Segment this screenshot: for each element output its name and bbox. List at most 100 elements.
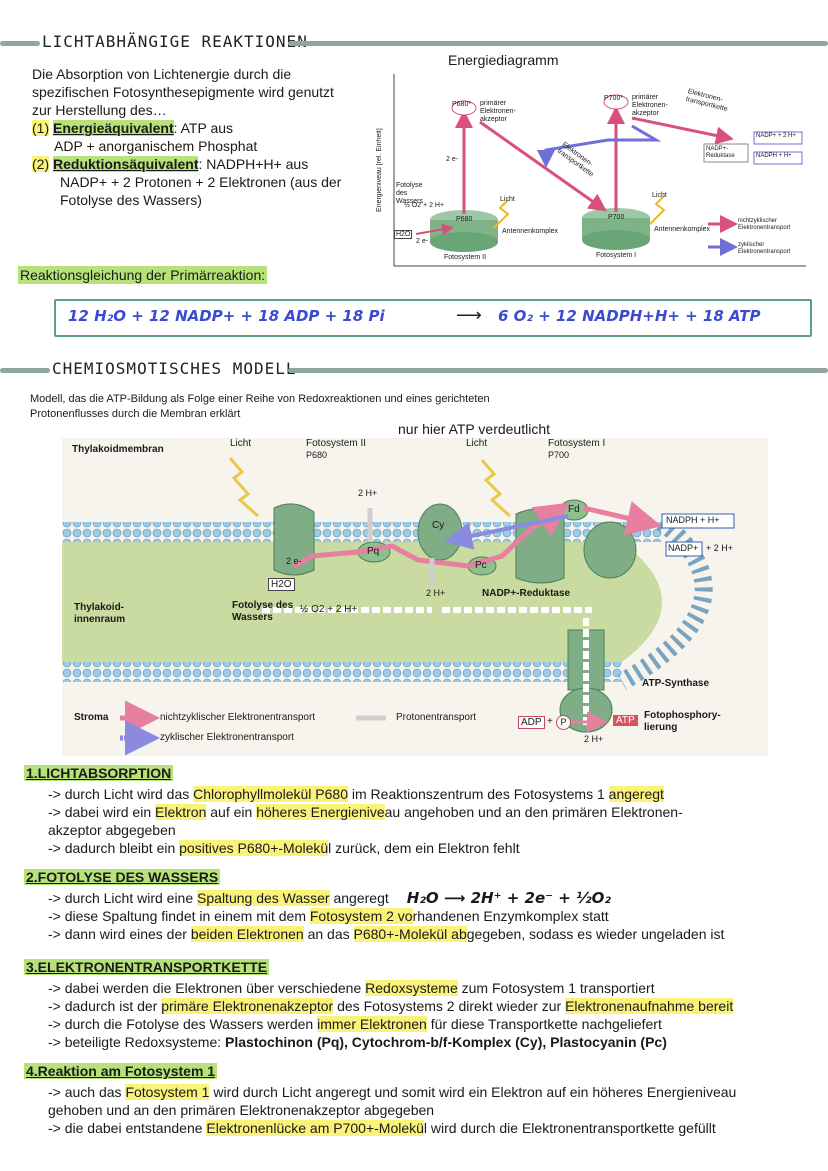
- section-divider: [288, 41, 828, 46]
- section-title: LICHTABHÄNGIGE REAKTIONEN: [40, 32, 310, 51]
- intro-line: Protonenflusses durch die Membran erklär…: [30, 407, 490, 422]
- cy-label: Cy: [432, 520, 444, 531]
- p680-star-label: P680*: [452, 98, 471, 112]
- nadp-plus-rest-label: + 2 H+: [706, 543, 733, 553]
- energy-equivalent-term: Energieäquivalent: [53, 120, 174, 136]
- p700-label: P700: [548, 450, 569, 460]
- item-number: (1): [32, 120, 49, 136]
- step-line: -> diese Spaltung findet in einem mit de…: [48, 907, 609, 925]
- nadp-reductase-label: NADP+-Reduktase: [482, 588, 570, 599]
- light-label-2: Licht: [652, 192, 667, 199]
- step-text: au angehoben und an den primären Elektro…: [385, 804, 683, 820]
- step-text: im Reaktionszentrum des Fotosystems 1: [348, 786, 609, 802]
- chemiosmotic-intro: Modell, das die ATP-Bildung als Folge ei…: [30, 392, 490, 422]
- step-line: -> dabei werden die Elektronen über vers…: [48, 979, 655, 997]
- two-h-top-label: 2 H+: [358, 488, 377, 498]
- item-number: (2): [32, 156, 49, 172]
- atp-synthase-label: ATP-Synthase: [642, 678, 709, 689]
- two-h-bottom-label: 2 H+: [584, 734, 603, 744]
- to-nadp-electron-path: [584, 508, 652, 524]
- step-heading: 3.ELEKTRONENTRANSPORTKETTE: [24, 959, 269, 975]
- highlighted-term: Fotosystem 1: [125, 1084, 209, 1100]
- energy-diagram: Energiediagramm: [376, 52, 816, 272]
- step-text: rhandenen Enzymkomplex statt: [413, 908, 609, 924]
- section-divider: [288, 368, 828, 373]
- step-text: -> dabei wird ein: [48, 804, 155, 820]
- intro-line: Modell, das die ATP-Bildung als Folge ei…: [30, 392, 490, 407]
- step-text: angeregt: [330, 890, 389, 906]
- light-label-1: Licht: [500, 196, 515, 203]
- step-text: -> dann wird eines der: [48, 926, 191, 942]
- legend-noncyclic: nichtzyklischer Elektronentransport: [160, 712, 315, 723]
- step-text: -> diese Spaltung findet in einem mit de…: [48, 908, 310, 924]
- item-text: : NADPH+H+ aus: [198, 156, 308, 172]
- equation-arrow: ⟶: [456, 305, 482, 326]
- highlighted-term: primäre Elektronenakzeptor: [161, 998, 333, 1014]
- step-text: -> durch die Fotolyse des Wassers werden: [48, 1016, 317, 1032]
- photosystem-1-base: [582, 230, 650, 250]
- section-divider: [0, 41, 40, 46]
- atp-box: ATP: [613, 715, 638, 726]
- highlighted-term: Elektron: [155, 804, 206, 820]
- intro-item-1-line2: ADP + anorganischem Phosphat: [32, 137, 372, 155]
- nadph-label: NADPH + H+: [756, 153, 792, 159]
- nadp-plus-label: NADP+: [668, 543, 698, 553]
- step-line: -> dadurch ist der primäre Elektronenakz…: [48, 997, 733, 1015]
- photolysis-label: Fotolyse des Wassers: [232, 600, 302, 624]
- step-text: -> dabei werden die Elektronen über vers…: [48, 980, 365, 996]
- step-line: -> auch das Fotosystem 1 wird durch Lich…: [48, 1083, 736, 1101]
- step-text: an das: [304, 926, 354, 942]
- step-line: akzeptor abgegeben: [48, 821, 176, 839]
- antenna-label-1: Antennenkomplex: [502, 228, 558, 235]
- step-heading-text: 3.ELEKTRONENTRANSPORTKETTE: [24, 959, 269, 975]
- p700-star-label: P700*: [604, 92, 623, 106]
- light-zigzag-2: [650, 196, 664, 224]
- light-zigzag-ps1: [482, 460, 510, 516]
- two-h-mid-label: 2 H+: [426, 588, 445, 598]
- photosystem-2-base: [430, 232, 498, 252]
- step-line: -> dadurch bleibt ein positives P680+-Mo…: [48, 839, 520, 857]
- nadp-reductase-label: NADP+-Reduktase: [706, 146, 746, 160]
- step-line: -> durch die Fotolyse des Wassers werden…: [48, 1015, 662, 1033]
- thylakoid-membrane-label: Thylakoidmembran: [72, 444, 164, 455]
- step-heading: 2.FOTOLYSE DES WASSERS: [24, 869, 220, 885]
- membrane-outer-top-beads: [62, 522, 662, 532]
- water-split-formula: H₂O ⟶ 2H⁺ + 2e⁻ + ½O₂: [407, 889, 611, 907]
- highlighted-term: Elektronenaufnahme bereit: [565, 998, 733, 1014]
- two-e-label: 2 e-: [286, 556, 302, 566]
- step-text: -> die dabei entstandene: [48, 1120, 206, 1136]
- step-text: l zurück, dem ein Elektron fehlt: [328, 840, 519, 856]
- section-divider: [0, 368, 50, 373]
- item-text: : ATP aus: [174, 120, 233, 136]
- half-o2-label: ½ O2 + 2 H+: [300, 604, 357, 615]
- legend-cyclic: zyklischer Elektronentransport: [738, 242, 808, 256]
- ps1-label: Fotosystem I: [548, 438, 605, 449]
- step-line: gehoben und an den primären Elektronenak…: [48, 1101, 434, 1119]
- reduction-equivalent-term: Reduktionsäquivalent: [53, 156, 198, 172]
- light-label-ps1: Licht: [466, 438, 487, 449]
- primary-acceptor-2: primärer Elektronen-akzeptor: [632, 94, 674, 118]
- step-line: -> beteiligte Redoxsysteme: Plastochinon…: [48, 1033, 667, 1051]
- highlighted-term: höheres Energienive: [256, 804, 384, 820]
- plus-sign: +: [547, 716, 553, 727]
- inner-space-label: Thylakoid-innenraum: [74, 602, 144, 626]
- nadp-plus-label: NADP+ + 2 H+: [756, 133, 796, 139]
- antenna-label-2: Antennenkomplex: [654, 226, 710, 233]
- step-heading: 1.LICHTABSORPTION: [24, 765, 173, 781]
- step-text: -> durch Licht wird eine: [48, 890, 197, 906]
- step-text: -> durch Licht wird das: [48, 786, 193, 802]
- section-header-chemiosmotic: CHEMIOSMOTISCHES MODELL: [0, 359, 828, 381]
- equation-right: 6 O₂ + 12 NADPH+H+ + 18 ATP: [498, 307, 760, 325]
- two-e-label: 2 e-: [416, 238, 428, 245]
- cytochrome-complex: [418, 504, 462, 560]
- y-axis-label: Energieniveau [rel. Einheit]: [376, 82, 390, 212]
- membrane-figure: Thylakoidmembran Licht Fotosystem II P68…: [62, 438, 768, 756]
- primary-acceptor-1: primärer Elektronen-akzeptor: [480, 100, 522, 124]
- step-text: zum Fotosystem 1 transportiert: [458, 980, 655, 996]
- highlighted-term: beiden Elektronen: [191, 926, 304, 942]
- highlighted-term: Spaltung des Wasser: [197, 890, 330, 906]
- step-text: -> dadurch ist der: [48, 998, 161, 1014]
- step-text: auf ein: [206, 804, 256, 820]
- ps2-label: Fotosystem II: [444, 254, 486, 261]
- intro-item-2: (2) Reduktionsäquivalent: NADPH+H+ aus: [32, 155, 372, 173]
